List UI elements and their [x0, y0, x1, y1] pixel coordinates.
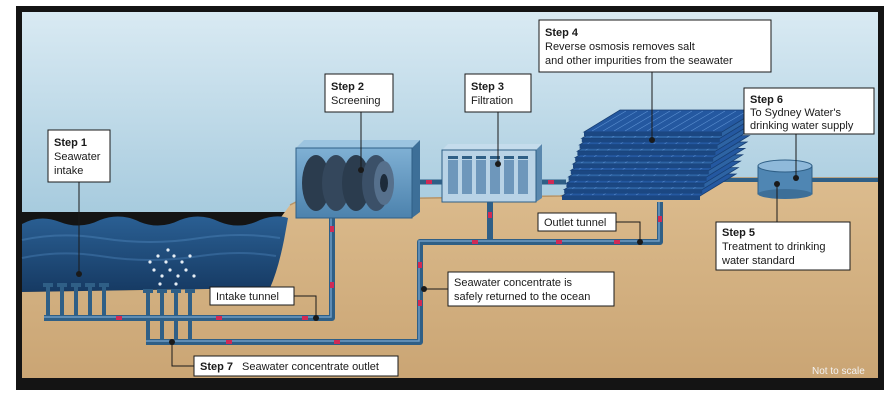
membrane-layer-edge: [577, 151, 716, 156]
filtration-unit: [441, 144, 542, 203]
membrane-layer-edge: [584, 132, 722, 136]
concentrate-line-2: safely returned to the ocean: [454, 291, 590, 303]
step-5-line-2: water standard: [721, 255, 795, 267]
callout-leaders: [78, 70, 797, 367]
callout-step-6: Step 6 To Sydney Water's drinking water …: [743, 87, 875, 135]
callout-step-4: Step 4 Reverse osmosis removes salt and …: [538, 19, 772, 73]
step-5-line-1: Treatment to drinking: [722, 241, 826, 253]
membrane-layer-edge: [564, 189, 703, 194]
callout-intake-tunnel: Intake tunnel: [209, 286, 295, 306]
membrane-tube: [602, 110, 638, 132]
flow-markers: [116, 178, 714, 344]
callout-step-2: Step 2 Screening: [324, 73, 394, 113]
membrane-layer-edge: [570, 170, 709, 175]
intake-risers: [46, 287, 106, 318]
membrane-layer-edge: [568, 176, 707, 181]
reverse-osmosis-membranes: [560, 109, 760, 200]
filter-cells: [448, 160, 528, 194]
callout-step-1: Step 1 Seawater intake: [47, 129, 111, 183]
outlet-tunnel-pipe: [146, 196, 663, 345]
membrane-tube: [624, 110, 660, 132]
pipe-highlight: [44, 202, 660, 342]
ocean-wave: [21, 234, 281, 243]
membrane-layer-edge: [573, 164, 711, 168]
step-6-line-1: To Sydney Water's: [750, 107, 841, 119]
filter-cell-tops: [448, 156, 528, 159]
step-4-title: Step 4: [545, 27, 579, 39]
intake-caps: [43, 283, 109, 287]
membrane-layer-edge: [575, 157, 714, 162]
not-to-scale-note: Not to scale: [812, 366, 865, 377]
membrane-tube: [679, 110, 715, 132]
callout-step-5: Step 5 Treatment to drinking water stand…: [715, 221, 851, 271]
membrane-tube: [712, 110, 748, 132]
step-2-title: Step 2: [331, 81, 364, 93]
intake-tunnel-label: Intake tunnel: [216, 291, 279, 303]
step-2-line-1: Screening: [331, 95, 381, 107]
concentrate-line-1: Seawater concentrate is: [454, 277, 573, 289]
callout-dots: [76, 137, 799, 345]
membrane-layer-edge: [579, 144, 718, 149]
step-3-line-1: Filtration: [471, 95, 513, 107]
callout-step-7: Step 7 Seawater concentrate outlet: [193, 355, 399, 377]
ocean-wave: [21, 252, 277, 261]
membrane-tube: [701, 110, 737, 132]
callout-step-3: Step 3 Filtration: [464, 73, 532, 113]
step-7-text: Seawater concentrate outlet: [242, 361, 379, 373]
step-6-title: Step 6: [750, 94, 783, 106]
callout-outlet-tunnel: Outlet tunnel: [537, 212, 617, 232]
outlet-tunnel-label: Outlet tunnel: [544, 217, 606, 229]
membrane-tube: [690, 110, 726, 132]
membrane-layer-edge: [562, 196, 700, 200]
step-1-title: Step 1: [54, 137, 87, 149]
membrane-tube: [591, 110, 627, 132]
screen-drums: [302, 155, 394, 211]
step-1-line-1: Seawater: [54, 151, 101, 163]
membrane-tube: [646, 110, 682, 132]
step-5-title: Step 5: [722, 227, 755, 239]
step-7-title: Step 7: [200, 361, 233, 373]
outlet-caps: [143, 289, 195, 293]
treatment-tank: [757, 159, 813, 199]
membrane-tube: [635, 110, 671, 132]
step-3-title: Step 3: [471, 81, 504, 93]
screening-unit: [295, 140, 420, 219]
membrane-layer-edge: [566, 183, 705, 188]
membrane-tube: [657, 110, 693, 132]
callout-concentrate-return: Seawater concentrate is safely returned …: [447, 271, 615, 307]
step-4-line-2: and other impurities from the seawater: [545, 55, 733, 67]
diffuser-bubbles: [148, 248, 196, 286]
membrane-tube: [613, 110, 649, 132]
step-6-line-2: drinking water supply: [750, 120, 854, 132]
step-4-line-1: Reverse osmosis removes salt: [545, 41, 695, 53]
membrane-tube: [668, 110, 704, 132]
intake-tunnel-pipe: [44, 214, 335, 321]
step-1-line-2: intake: [54, 165, 83, 177]
